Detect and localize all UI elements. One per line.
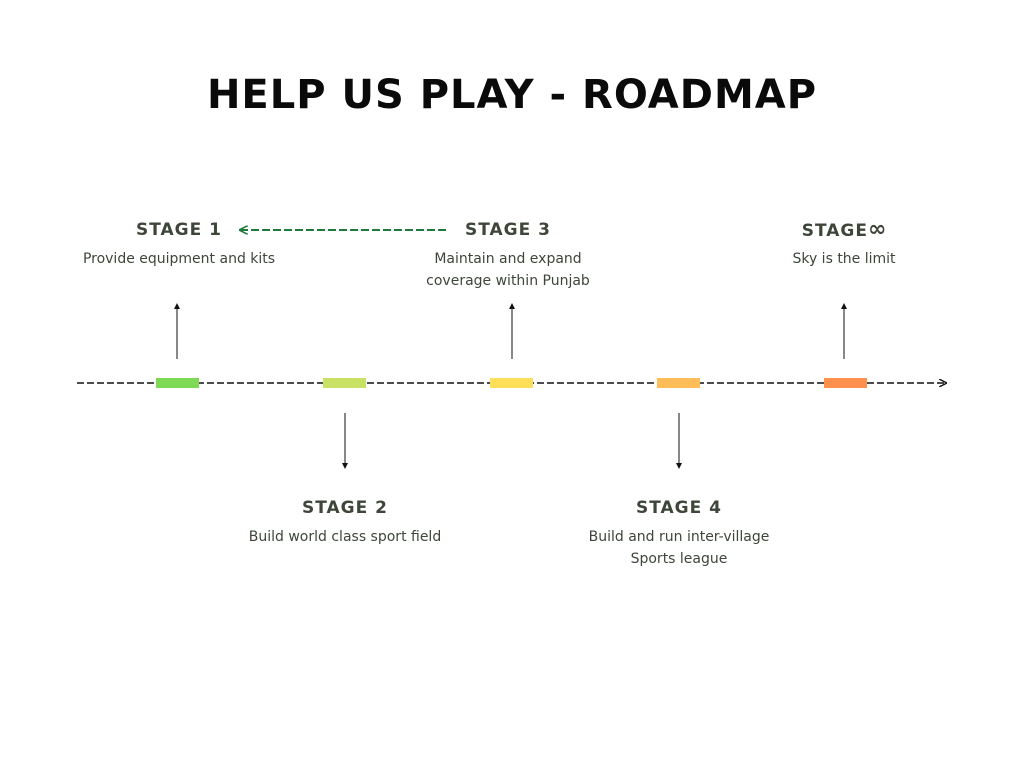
stage-2-block: STAGE 2 Build world class sport field [225,496,465,548]
stage-1-description: Provide equipment and kits [82,251,276,267]
stage-infinity-title: STAGE∞ [801,217,887,242]
stage-2-title: STAGE 2 [302,498,388,518]
stage-2-description: Build world class sport field [248,529,442,545]
infinity-symbol: ∞ [867,217,887,242]
stage-5-segment [824,378,867,388]
stage-infinity-block: STAGE∞ Sky is the limit [724,218,964,270]
stage-4-segment [657,378,700,388]
stage-4-block: STAGE 4 Build and run inter-village Spor… [559,496,799,570]
stage-4-description: Build and run inter-village Sports leagu… [588,529,770,567]
stage-1-segment [156,378,199,388]
stage-3-title: STAGE 3 [465,220,551,240]
stage-3-segment [490,378,533,388]
stage-2-segment [323,378,366,388]
stage-4-title: STAGE 4 [636,498,722,518]
stage-3-description: Maintain and expand coverage within Punj… [426,251,590,289]
page-title: HELP US PLAY - ROADMAP [206,72,818,118]
stage-3-block: STAGE 3 Maintain and expand coverage wit… [388,218,628,292]
stage-1-block: STAGE 1 Provide equipment and kits [59,218,299,270]
stage-infinity-description: Sky is the limit [792,251,896,267]
stage-1-title: STAGE 1 [136,220,222,240]
